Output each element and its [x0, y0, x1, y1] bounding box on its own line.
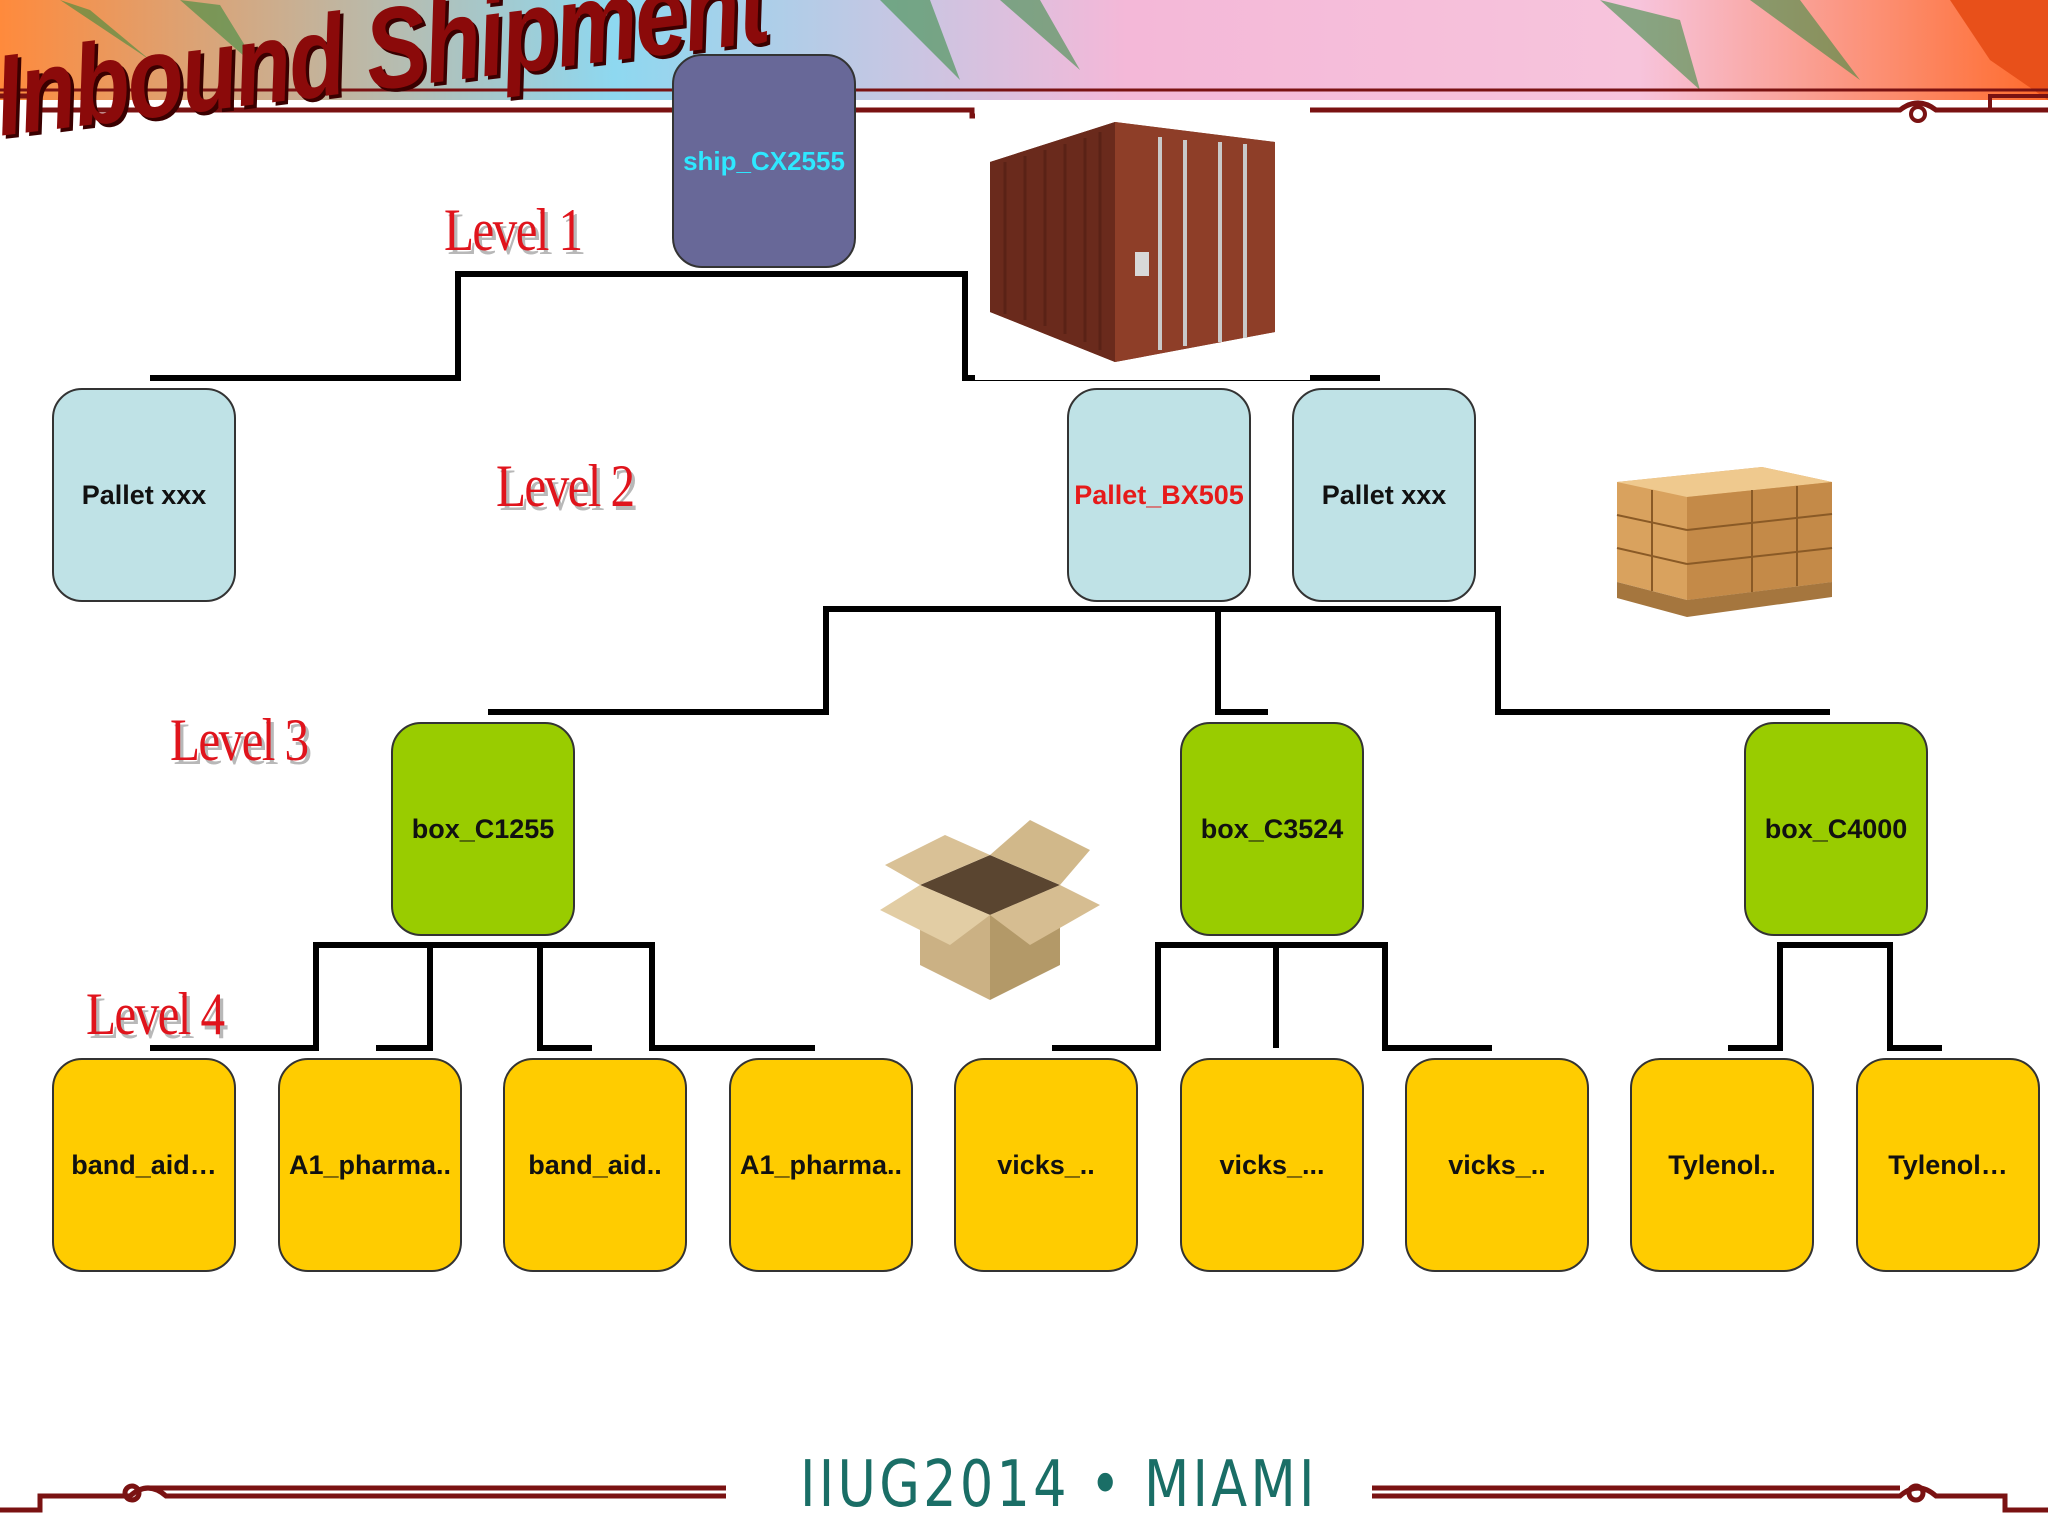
box-node: box_C1255 — [391, 722, 575, 936]
pallet-node-highlighted: Pallet_BX505 — [1067, 388, 1251, 602]
level-2-label: Level 2 — [496, 453, 635, 519]
level-3-label: Level 3 — [170, 707, 309, 773]
pallet-boxes-image — [1616, 467, 1833, 617]
item-node: vicks_.. — [954, 1058, 1138, 1272]
level-1-label: Level 1 — [444, 197, 583, 263]
item-node: band_aid… — [52, 1058, 236, 1272]
box-node: box_C3524 — [1180, 722, 1364, 936]
item-node: vicks_.. — [1405, 1058, 1589, 1272]
item-node: Tylenol… — [1856, 1058, 2040, 1272]
item-node: band_aid.. — [503, 1058, 687, 1272]
item-node: vicks_... — [1180, 1058, 1364, 1272]
pallet-node: Pallet xxx — [1292, 388, 1476, 602]
pallet-node: Pallet xxx — [52, 388, 236, 602]
box-node: box_C4000 — [1744, 722, 1928, 936]
open-box-image — [880, 820, 1100, 1000]
item-node: Tylenol.. — [1630, 1058, 1814, 1272]
footer-event-label: IIUG2014 • MIAMI — [800, 1448, 1318, 1522]
ship-node: ship_CX2555 — [672, 54, 856, 268]
level-4-label: Level 4 — [86, 981, 225, 1047]
shipping-container-image — [975, 102, 1310, 380]
item-node: A1_pharma.. — [729, 1058, 913, 1272]
item-node: A1_pharma.. — [278, 1058, 462, 1272]
